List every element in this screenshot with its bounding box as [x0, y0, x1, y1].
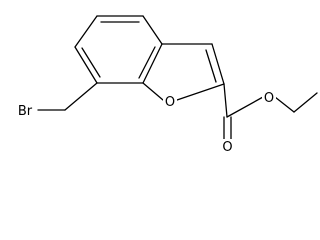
ester-oxygen-label: O	[264, 91, 274, 106]
bond-o1-c2	[176, 83, 225, 101]
bond-oester-ch2	[274, 96, 295, 113]
bond-c6-c7-inner	[81, 47, 101, 78]
bond-c6-c7	[74, 46, 98, 84]
bond-c3a-c7a-inner	[138, 46, 156, 79]
bonds	[37, 15, 318, 141]
bond-ethyl-ch2-ch3	[293, 92, 318, 113]
bond-carbonyl-oester	[226, 96, 264, 118]
atom-labels: Br O O O	[13, 89, 276, 155]
bromine-label: Br	[18, 104, 33, 119]
bond-c5-c6	[74, 15, 98, 48]
bond-c7-ch2	[64, 82, 98, 111]
bond-c3a-c4	[142, 15, 163, 45]
bond-c2-c3	[211, 43, 225, 85]
bond-c2-c3-inner	[205, 49, 217, 83]
ring-oxygen-label: O	[165, 95, 175, 110]
carbonyl-oxygen-label: O	[222, 140, 232, 155]
bond-c2-carbonyl	[223, 83, 228, 118]
bond-c3a-c7a	[142, 43, 163, 84]
bond-c7a-o1	[142, 82, 164, 101]
structural-formula: Br O O O	[13, 15, 318, 155]
